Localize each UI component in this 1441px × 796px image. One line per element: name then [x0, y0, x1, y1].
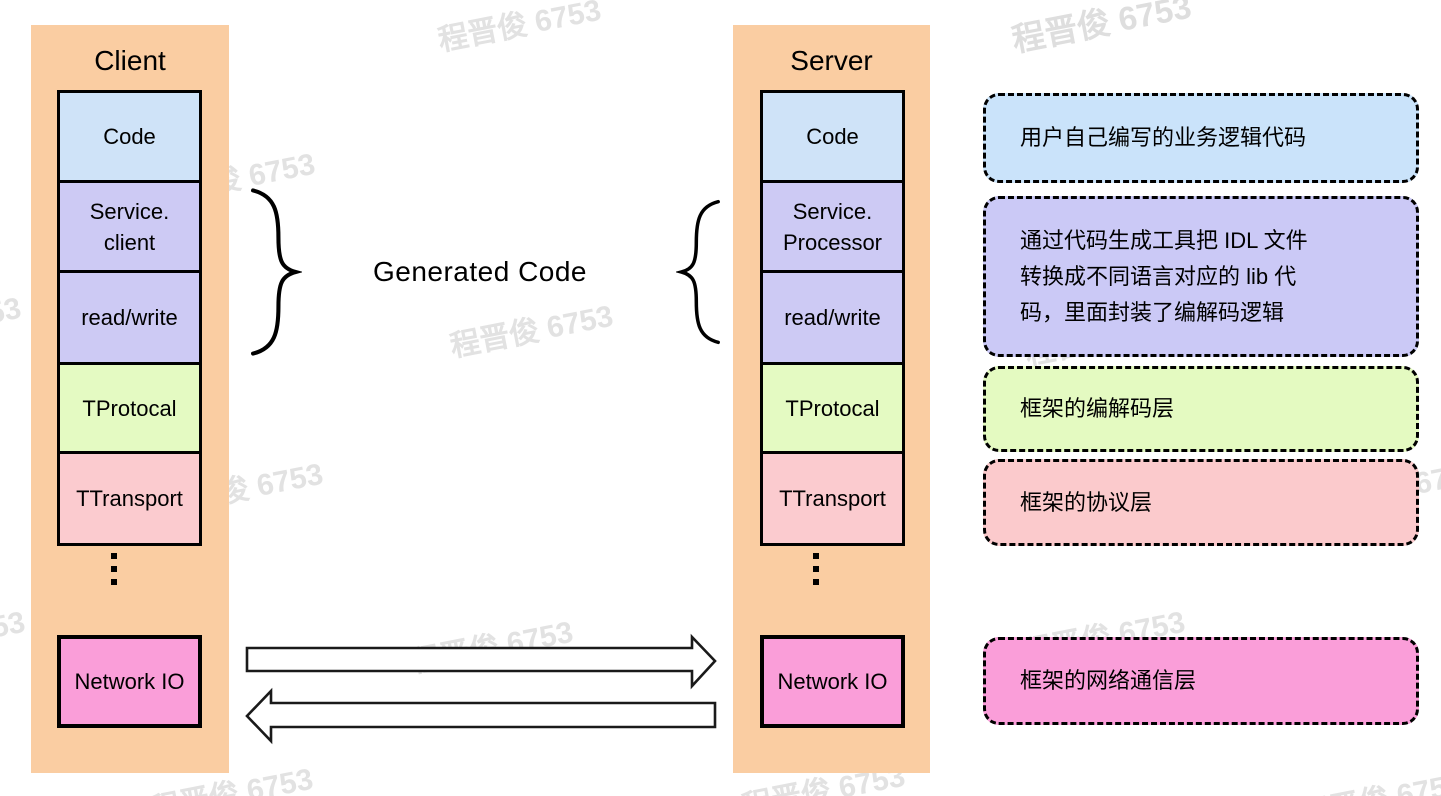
response-arrow-left — [245, 687, 717, 745]
note-protocol-layer: 框架的协议层 — [983, 459, 1419, 546]
request-arrow-right — [245, 633, 717, 690]
client-layer-code: Code — [57, 90, 202, 183]
server-network-io-box: Network IO — [760, 635, 905, 728]
server-layer-readwrite: read/write — [760, 270, 905, 365]
note-network-layer: 框架的网络通信层 — [983, 637, 1419, 725]
note-codec-layer: 框架的编解码层 — [983, 366, 1419, 452]
watermark-text: 程晋俊 6753 — [1008, 0, 1195, 59]
watermark-text: 程晋俊 6753 — [0, 605, 28, 670]
generated-code-label: Generated Code — [372, 256, 588, 287]
server-stack: Code Service. Processor read/write TProt… — [760, 90, 905, 546]
server-layer-tprotocal: TProtocal — [760, 362, 905, 454]
server-ellipsis-dots — [813, 553, 819, 585]
client-title: Client — [94, 45, 166, 76]
watermark-text: 程晋俊 6753 — [0, 291, 24, 356]
client-network-io-box: Network IO — [57, 635, 202, 728]
watermark-text: 程晋俊 6753 — [1296, 759, 1441, 796]
note-generated-lib: 通过代码生成工具把 IDL 文件 转换成不同语言对应的 lib 代 码，里面封装… — [983, 196, 1419, 357]
server-layer-ttransport: TTransport — [760, 451, 905, 546]
client-layer-readwrite: read/write — [57, 270, 202, 365]
curly-brace-left — [251, 188, 302, 356]
server-title: Server — [790, 45, 873, 76]
watermark-text: 程晋俊 6753 — [435, 0, 604, 58]
client-layer-ttransport: TTransport — [57, 451, 202, 546]
server-layer-processor: Service. Processor — [760, 180, 905, 273]
server-layer-code: Code — [760, 90, 905, 183]
network-arrows — [245, 633, 717, 745]
client-stack: Code Service. client read/write TProtoca… — [57, 90, 202, 546]
note-business-logic: 用户自己编写的业务逻辑代码 — [983, 93, 1419, 183]
watermark-text: 程晋俊 6753 — [447, 299, 616, 364]
client-layer-service: Service. client — [57, 180, 202, 273]
curly-brace-right — [676, 199, 720, 345]
client-layer-tprotocal: TProtocal — [57, 362, 202, 454]
client-ellipsis-dots — [111, 553, 117, 585]
